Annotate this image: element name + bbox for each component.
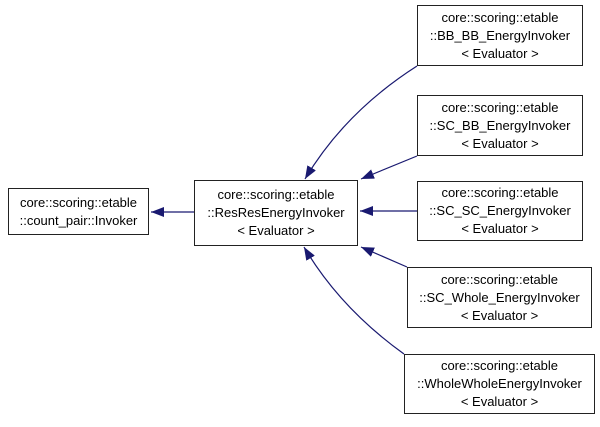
node-bb-bb-energy-invoker[interactable]: core::scoring::etable ::BB_BB_EnergyInvo…: [417, 5, 583, 66]
node-label-line: < Evaluator >: [461, 45, 539, 61]
node-sc-whole-energy-invoker[interactable]: core::scoring::etable ::SC_Whole_EnergyI…: [407, 267, 592, 328]
node-label-line: ::ResResEnergyInvoker: [207, 205, 345, 220]
edge-sc-bb-to-resres: [360, 155, 418, 180]
node-label-line: ::count_pair::Invoker: [19, 212, 138, 228]
node-wholewhole-energy-invoker[interactable]: core::scoring::etable ::WholeWholeEnergy…: [404, 354, 595, 414]
node-label-line: < Evaluator >: [460, 394, 539, 409]
node-label-line: < Evaluator >: [237, 223, 315, 238]
node-count-pair-invoker[interactable]: core::scoring::etable ::count_pair::Invo…: [8, 188, 149, 235]
node-label-line: < Evaluator >: [461, 135, 539, 151]
edge-bb-bb-to-resres: [304, 65, 418, 180]
node-sc-sc-energy-invoker[interactable]: core::scoring::etable ::SC_SC_EnergyInvo…: [417, 181, 583, 241]
edge-wholewhole-to-resres: [303, 246, 405, 355]
node-label-line: ::WholeWholeEnergyInvoker: [417, 376, 582, 391]
node-label-line: ::BB_BB_EnergyInvoker: [429, 27, 571, 43]
node-label-line: core::scoring::etable: [441, 185, 559, 200]
node-resres-energy-invoker[interactable]: core::scoring::etable ::ResResEnergyInvo…: [194, 180, 358, 246]
node-label-line: < Evaluator >: [460, 307, 539, 323]
node-label-line: core::scoring::etable: [440, 271, 559, 287]
node-label-line: ::SC_Whole_EnergyInvoker: [419, 289, 580, 305]
node-label-line: ::SC_SC_EnergyInvoker: [429, 203, 571, 218]
node-label-line: core::scoring::etable: [441, 99, 559, 115]
node-label-line: core::scoring::etable: [217, 187, 335, 202]
node-label-line: ::SC_BB_EnergyInvoker: [429, 117, 571, 133]
node-label-line: core::scoring::etable: [19, 194, 138, 210]
node-label-line: core::scoring::etable: [440, 358, 559, 373]
node-label-line: core::scoring::etable: [441, 9, 559, 25]
edge-sc-whole-to-resres: [360, 246, 408, 268]
node-label-line: < Evaluator >: [461, 221, 539, 236]
node-sc-bb-energy-invoker[interactable]: core::scoring::etable ::SC_BB_EnergyInvo…: [417, 95, 583, 156]
